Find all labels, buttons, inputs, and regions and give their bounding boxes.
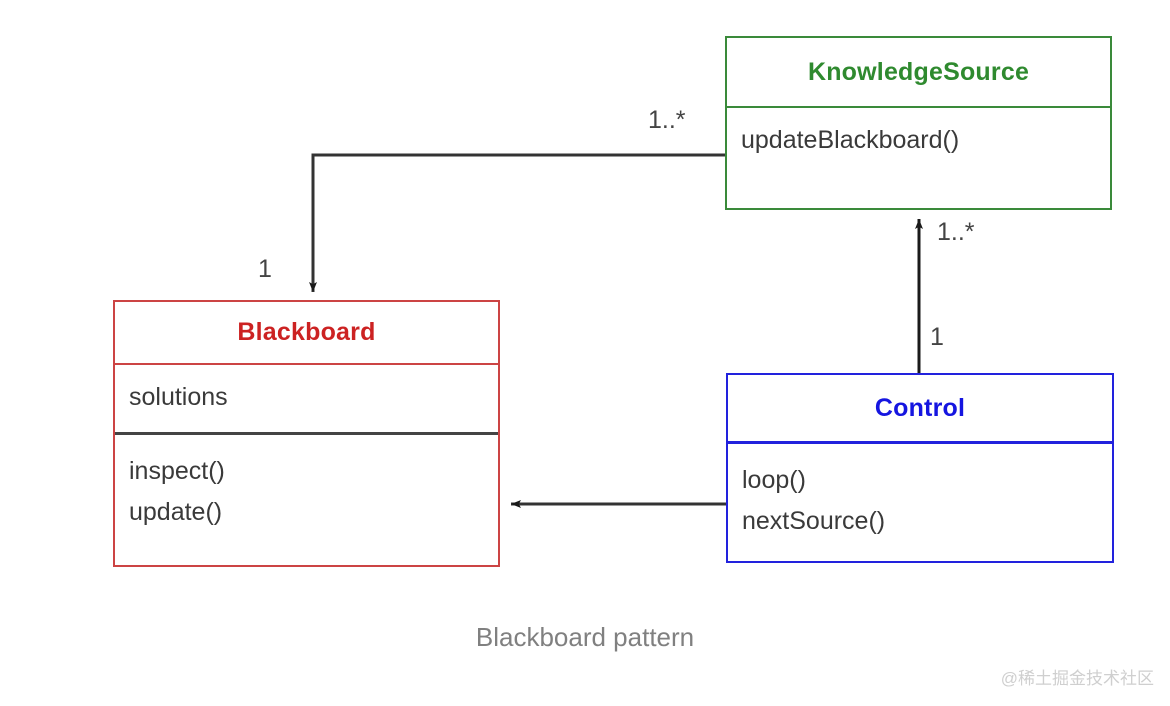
watermark: @稀土掘金技术社区 [1000,669,1154,688]
class-title-blackboard: Blackboard [115,302,498,365]
operations-compartment-knowledgesource: updateBlackboard() [727,108,1110,161]
operations-compartment-blackboard: inspect() update() [115,435,498,532]
class-box-blackboard[interactable]: Blackboard solutions inspect() update() [113,300,500,567]
multiplicity-knowledgesource-target: 1..* [937,218,975,246]
class-box-knowledgesource[interactable]: KnowledgeSource updateBlackboard() [725,36,1112,210]
operation-updateblackboard: updateBlackboard() [741,126,960,154]
attributes-compartment-blackboard: solutions [115,365,498,435]
operation-update: update() [129,497,223,526]
operation-inspect: inspect() [129,457,225,485]
operation-nextsource: nextSource() [742,506,886,535]
attribute-solutions: solutions [129,383,228,411]
class-title-knowledgesource: KnowledgeSource [727,38,1110,108]
operation-loop: loop() [742,466,806,494]
multiplicity-knowledgesource-source: 1..* [648,106,686,134]
diagram-caption: Blackboard pattern [475,622,695,652]
operations-compartment-control: loop() nextSource() [728,444,1112,541]
class-title-control: Control [728,375,1112,444]
class-box-control[interactable]: Control loop() nextSource() [726,373,1114,563]
multiplicity-blackboard-target: 1 [258,255,272,283]
multiplicity-control-source: 1 [930,323,944,351]
association-knowledgesource-blackboard [309,153,725,292]
